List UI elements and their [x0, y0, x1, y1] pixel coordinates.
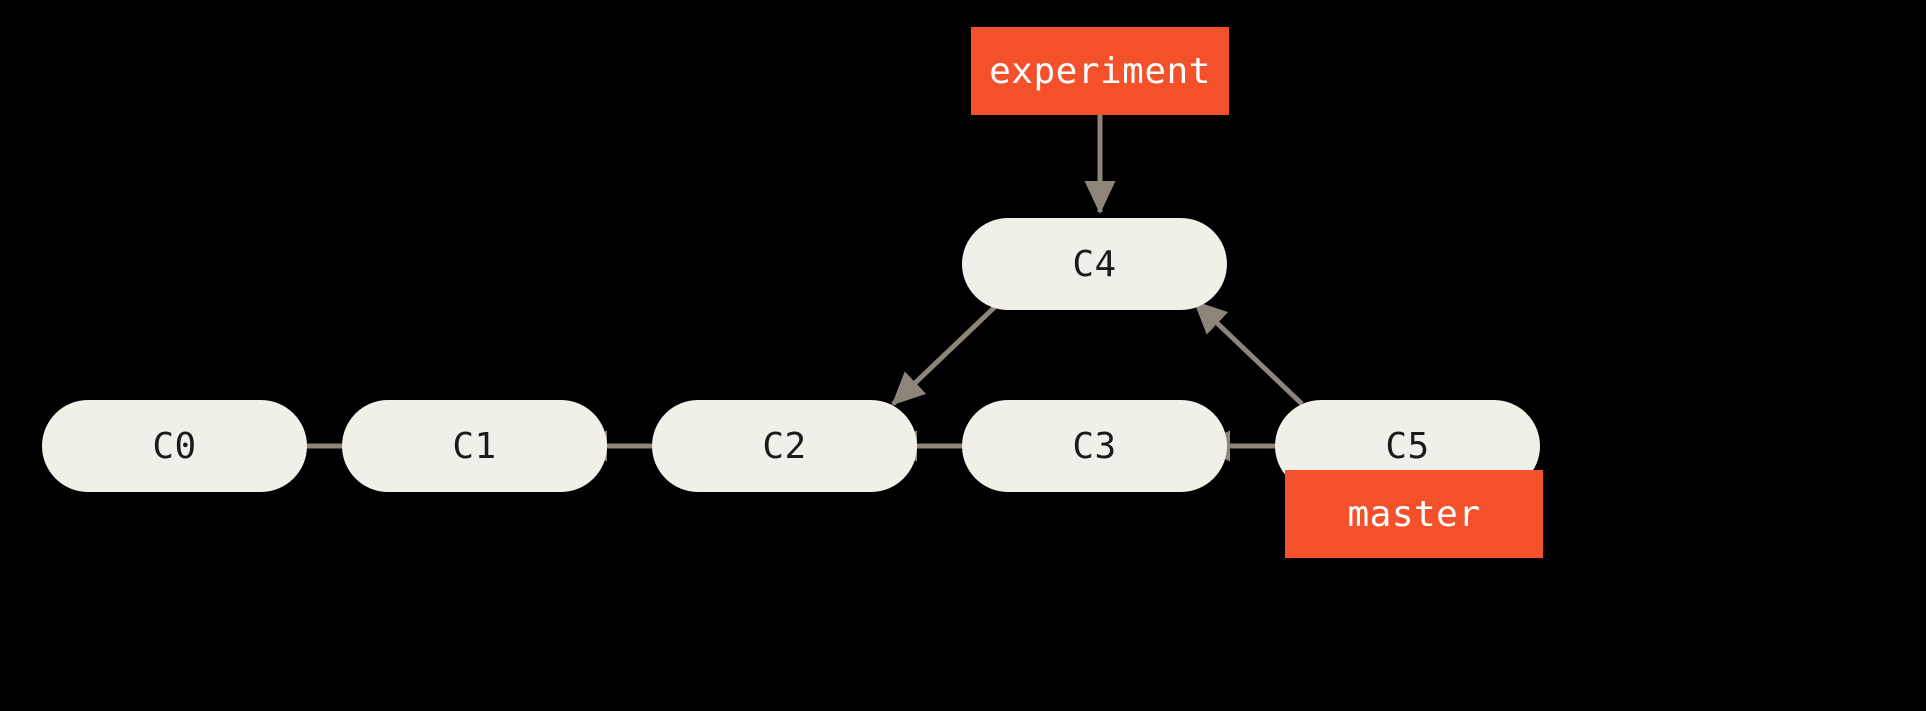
- commit-node-c3[interactable]: C3: [962, 400, 1227, 492]
- edge-c5-to-c4: [1193, 300, 1304, 406]
- commit-node-c1[interactable]: C1: [342, 400, 607, 492]
- branch-label-experiment-text: experiment: [989, 50, 1211, 92]
- edge-c4-to-c2: [891, 300, 1002, 406]
- commit-label-c3: C3: [1072, 425, 1117, 467]
- commit-label-c0: C0: [152, 425, 197, 467]
- commit-label-c2: C2: [762, 425, 807, 467]
- commit-label-c1: C1: [452, 425, 497, 467]
- commit-node-c0[interactable]: C0: [42, 400, 307, 492]
- commit-label-c5: C5: [1385, 425, 1430, 467]
- branch-label-master[interactable]: master: [1285, 470, 1543, 558]
- branch-label-master-text: master: [1347, 493, 1481, 535]
- branch-label-experiment[interactable]: experiment: [971, 27, 1229, 115]
- commit-node-c4[interactable]: C4: [962, 218, 1227, 310]
- commit-node-c2[interactable]: C2: [652, 400, 917, 492]
- commit-label-c4: C4: [1072, 243, 1117, 285]
